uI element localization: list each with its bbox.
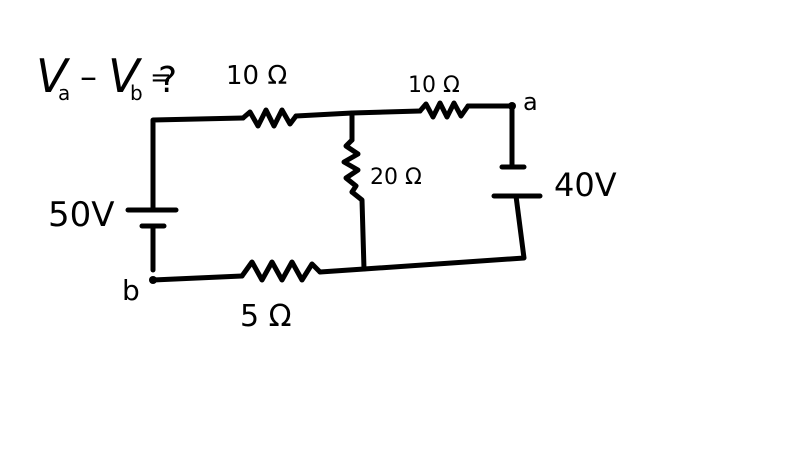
battery-left-label: 50V [48, 195, 115, 235]
resistor-top-left-label: 10 Ω [226, 61, 287, 91]
wire-right-bottom [361, 193, 527, 272]
question-v1: V [36, 49, 71, 103]
resistor-middle [341, 137, 361, 195]
wire-top-mid [293, 108, 423, 119]
question-sub-a: a [58, 81, 70, 105]
resistor-top-right-label: 10 Ω [408, 73, 460, 98]
question-sub-b: b [130, 81, 143, 105]
resistor-top-left [240, 107, 299, 129]
battery-right-label: 40V [554, 166, 617, 204]
question-v2: V [108, 49, 143, 103]
node-a-label: a [523, 88, 538, 116]
question-label: V a – V b = ? [36, 49, 177, 105]
wire-left-top [150, 115, 246, 271]
wire-bottom-left [150, 273, 245, 283]
node-b-dot [149, 276, 157, 284]
wire-bottom-right [317, 266, 367, 275]
resistor-top-right [417, 100, 471, 120]
resistor-bottom [239, 259, 323, 283]
node-b-label: b [122, 274, 140, 307]
question-mark: ? [158, 60, 177, 101]
resistor-bottom-label: 5 Ω [240, 299, 292, 334]
question-minus: – [80, 57, 97, 97]
wire-mid-bottom [349, 189, 367, 272]
question-equals: = [150, 63, 172, 93]
resistor-middle-label: 20 Ω [370, 165, 422, 190]
